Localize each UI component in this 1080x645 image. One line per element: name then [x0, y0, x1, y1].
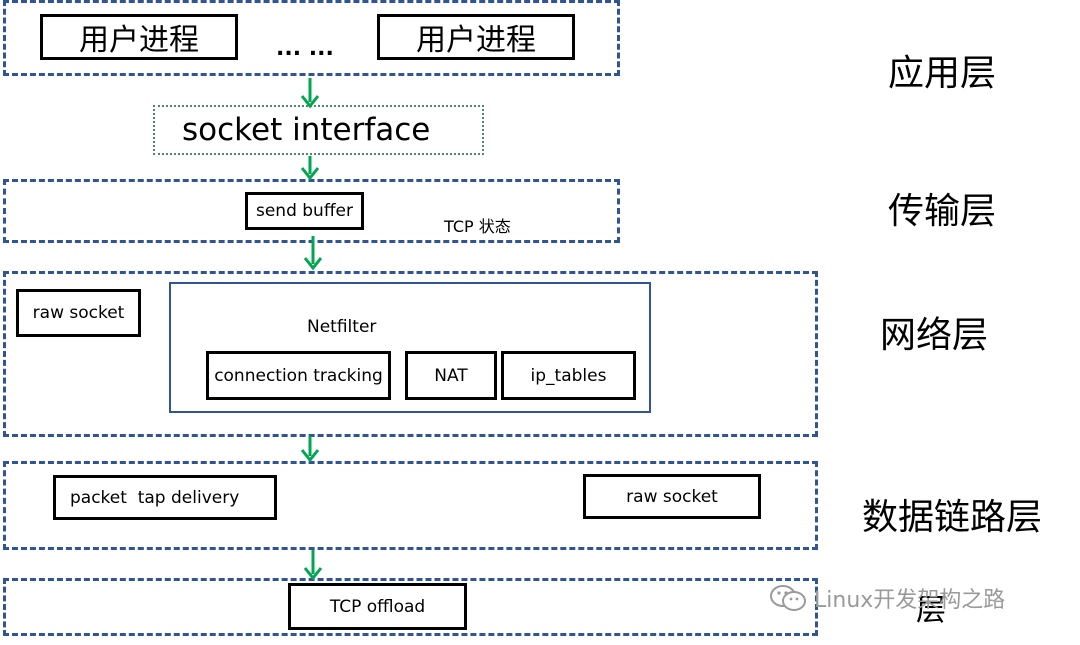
raw-socket-box-network: raw socket	[16, 289, 141, 337]
application-layer	[3, 0, 620, 76]
packet-tap-delivery-label: packet tap delivery	[70, 487, 240, 508]
layer-label-physical: 层	[916, 593, 946, 628]
nat-label: NAT	[434, 365, 468, 386]
send-buffer-label: send buffer	[255, 201, 353, 221]
ip-tables-label: ip_tables	[530, 365, 607, 386]
wechat-icon	[770, 585, 806, 611]
nat-box: NAT	[405, 351, 497, 400]
tcp-offload-label: TCP offload	[329, 596, 426, 617]
physical-layer	[3, 578, 818, 636]
tcp-state-label: TCP 状态	[444, 217, 511, 236]
connection-tracking-box: connection tracking	[206, 351, 391, 400]
arrow-network-to-datalink-head	[300, 449, 320, 463]
packet-tap-delivery-box: packet tap delivery	[53, 475, 277, 520]
netfilter-label: Netfilter	[307, 317, 377, 337]
arrow-transport-to-network-head	[303, 257, 323, 271]
watermark-text: Linux开发架构之路	[814, 588, 1006, 613]
layer-label-datalink: 数据链路层	[862, 497, 1043, 538]
netfilter-container	[169, 282, 651, 413]
tcp-offload-box: TCP offload	[288, 583, 467, 630]
send-buffer-box: send buffer	[245, 192, 364, 230]
arrow-app-to-socket-head	[300, 95, 320, 109]
ip-tables-box: ip_tables	[501, 351, 636, 400]
watermark: Linux开发架构之路	[768, 582, 1005, 614]
raw-socket-label-datalink: raw socket	[626, 486, 718, 507]
layer-label-network: 网络层	[880, 315, 989, 356]
network-layer	[3, 271, 818, 437]
user-process-label-2: 用户进程	[416, 23, 536, 58]
arrow-datalink-to-physical-head	[303, 567, 323, 581]
socket-interface-box	[153, 105, 484, 155]
user-process-box-1: 用户进程	[40, 14, 238, 60]
arrow-socket-to-transport-head	[300, 167, 320, 181]
ellipsis: ... ...	[276, 36, 334, 61]
layer-label-transport: 传输层	[888, 191, 997, 232]
datalink-layer	[3, 461, 818, 550]
layer-label-application: 应用层	[888, 53, 997, 94]
raw-socket-box-datalink: raw socket	[583, 474, 761, 519]
user-process-box-2: 用户进程	[377, 14, 575, 60]
user-process-label-1: 用户进程	[79, 23, 199, 58]
socket-interface-label: socket interface	[182, 112, 431, 148]
raw-socket-label-network: raw socket	[32, 303, 125, 323]
connection-tracking-label: connection tracking	[214, 365, 383, 386]
